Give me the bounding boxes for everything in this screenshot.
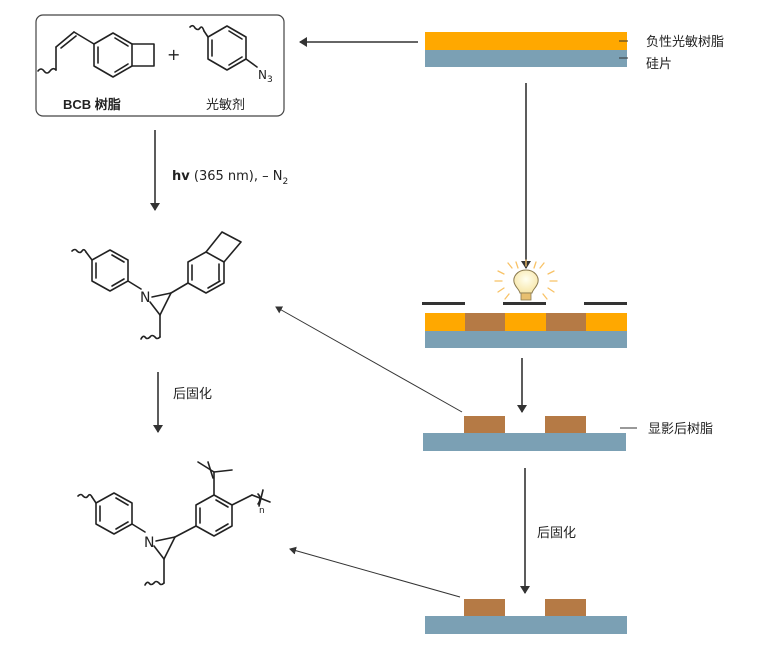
product-nitrogen: N <box>144 535 154 551</box>
repeat-unit-n: n <box>259 506 265 516</box>
plus-sign: + <box>167 45 180 64</box>
silicon-label: 硅片 <box>646 57 672 72</box>
light-bulb-icon <box>494 259 558 301</box>
postcure-label: 后固化 <box>537 526 576 541</box>
resist-label: 负性光敏树脂 <box>646 35 724 50</box>
photomask <box>422 302 627 305</box>
developed-resin-label: 显影后树脂 <box>648 422 713 437</box>
wafer-postcured <box>425 599 627 634</box>
product-structure: N n <box>77 461 271 586</box>
reactants-box: + N3 BCB 树脂 光敏剂 <box>35 14 285 117</box>
arrow-postcured-to-product <box>289 546 461 598</box>
intermediate-structure: N <box>71 231 242 340</box>
wafer-developed: 显影后树脂 <box>423 416 713 451</box>
step1-condition: hv (365 nm), – N2 <box>172 169 288 187</box>
bcb-resin-label: BCB 树脂 <box>63 97 121 112</box>
bcb-structure <box>37 31 155 78</box>
silicon-layer <box>425 50 627 67</box>
photosensitizer-structure <box>189 24 258 71</box>
resist-layer <box>425 32 627 50</box>
wafer-exposed <box>425 313 627 348</box>
azide-group-label: N3 <box>258 68 273 85</box>
wafer-coated: 负性光敏树脂 硅片 <box>425 32 724 72</box>
arrow-developed-to-intermediate <box>275 306 463 413</box>
intermediate-nitrogen: N <box>140 290 150 306</box>
step2-label: 后固化 <box>173 387 212 402</box>
photosensitizer-label: 光敏剂 <box>206 98 245 113</box>
